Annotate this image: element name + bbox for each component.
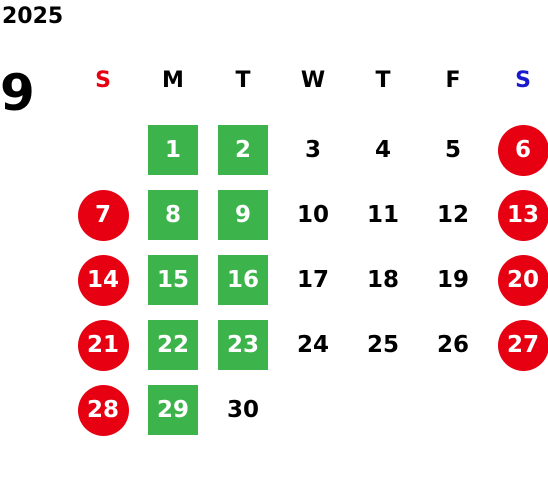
- day-cell: 2: [208, 125, 278, 175]
- day-cell: 11: [348, 190, 418, 240]
- regular-day[interactable]: 19: [436, 267, 469, 293]
- regular-day[interactable]: 3: [304, 137, 321, 163]
- day-cell: 28: [68, 384, 138, 436]
- day-cell: 12: [418, 190, 488, 240]
- day-cell: [348, 385, 418, 435]
- holiday-day[interactable]: 13: [497, 189, 548, 241]
- closed-day[interactable]: 23: [218, 320, 268, 370]
- holiday-day[interactable]: 14: [77, 254, 129, 306]
- day-cell: 3: [278, 125, 348, 175]
- weekday-saturday: S: [515, 67, 531, 93]
- day-cell: 29: [138, 385, 208, 435]
- day-cell: [418, 385, 488, 435]
- week-row: 21 22 23 24 25 26 27: [68, 319, 548, 371]
- day-cell: 16: [208, 255, 278, 305]
- regular-day[interactable]: 25: [366, 332, 399, 358]
- regular-day[interactable]: 18: [366, 267, 399, 293]
- regular-day[interactable]: 4: [374, 137, 391, 163]
- weekday-tuesday: T: [235, 67, 251, 93]
- regular-day[interactable]: 10: [296, 202, 329, 228]
- regular-day[interactable]: 11: [366, 202, 399, 228]
- closed-day[interactable]: 2: [218, 125, 268, 175]
- day-cell: 5: [418, 125, 488, 175]
- week-row: 28 29 30: [68, 384, 548, 436]
- regular-day[interactable]: 12: [436, 202, 469, 228]
- weekday-wednesday: W: [300, 67, 326, 93]
- day-cell: 4: [348, 125, 418, 175]
- closed-day[interactable]: 15: [148, 255, 198, 305]
- year-label: 2025: [2, 4, 64, 29]
- closed-day[interactable]: 9: [218, 190, 268, 240]
- month-number: 9: [0, 64, 35, 122]
- day-cell: 30: [208, 385, 278, 435]
- week-row: 14 15 16 17 18 19 20: [68, 254, 548, 306]
- day-cell: 21: [68, 319, 138, 371]
- closed-day[interactable]: 8: [148, 190, 198, 240]
- day-cell: 24: [278, 320, 348, 370]
- holiday-day[interactable]: 6: [497, 124, 548, 176]
- day-cell: 25: [348, 320, 418, 370]
- day-cell: 19: [418, 255, 488, 305]
- regular-day[interactable]: 24: [296, 332, 329, 358]
- closed-day[interactable]: 22: [148, 320, 198, 370]
- day-cell: 14: [68, 254, 138, 306]
- day-cell: 13: [488, 189, 548, 241]
- weekday-friday: F: [445, 67, 461, 93]
- holiday-day[interactable]: 20: [497, 254, 548, 306]
- day-cell: 17: [278, 255, 348, 305]
- day-cell: [278, 385, 348, 435]
- holiday-day[interactable]: 7: [77, 189, 129, 241]
- weekday-sunday: S: [95, 67, 111, 93]
- day-cell: 8: [138, 190, 208, 240]
- day-cell: [68, 125, 138, 175]
- regular-day[interactable]: 17: [296, 267, 329, 293]
- holiday-day[interactable]: 27: [497, 319, 548, 371]
- holiday-day[interactable]: 21: [77, 319, 129, 371]
- holiday-day[interactable]: 28: [77, 384, 129, 436]
- regular-day[interactable]: 5: [444, 137, 461, 163]
- day-cell: 15: [138, 255, 208, 305]
- day-cell: 18: [348, 255, 418, 305]
- day-cell: 7: [68, 189, 138, 241]
- closed-day[interactable]: 1: [148, 125, 198, 175]
- day-cell: 9: [208, 190, 278, 240]
- closed-day[interactable]: 29: [148, 385, 198, 435]
- closed-day[interactable]: 16: [218, 255, 268, 305]
- regular-day[interactable]: 26: [436, 332, 469, 358]
- day-cell: [488, 385, 548, 435]
- day-cell: 23: [208, 320, 278, 370]
- day-cell: 6: [488, 124, 548, 176]
- day-cell: 1: [138, 125, 208, 175]
- day-cell: 10: [278, 190, 348, 240]
- regular-day[interactable]: 30: [226, 397, 259, 423]
- weekday-header-row: S M T W T F S: [68, 60, 548, 100]
- day-cell: 22: [138, 320, 208, 370]
- weekday-thursday: T: [375, 67, 391, 93]
- day-cell: 20: [488, 254, 548, 306]
- day-cell: 27: [488, 319, 548, 371]
- day-cell: 26: [418, 320, 488, 370]
- weekday-monday: M: [162, 67, 184, 93]
